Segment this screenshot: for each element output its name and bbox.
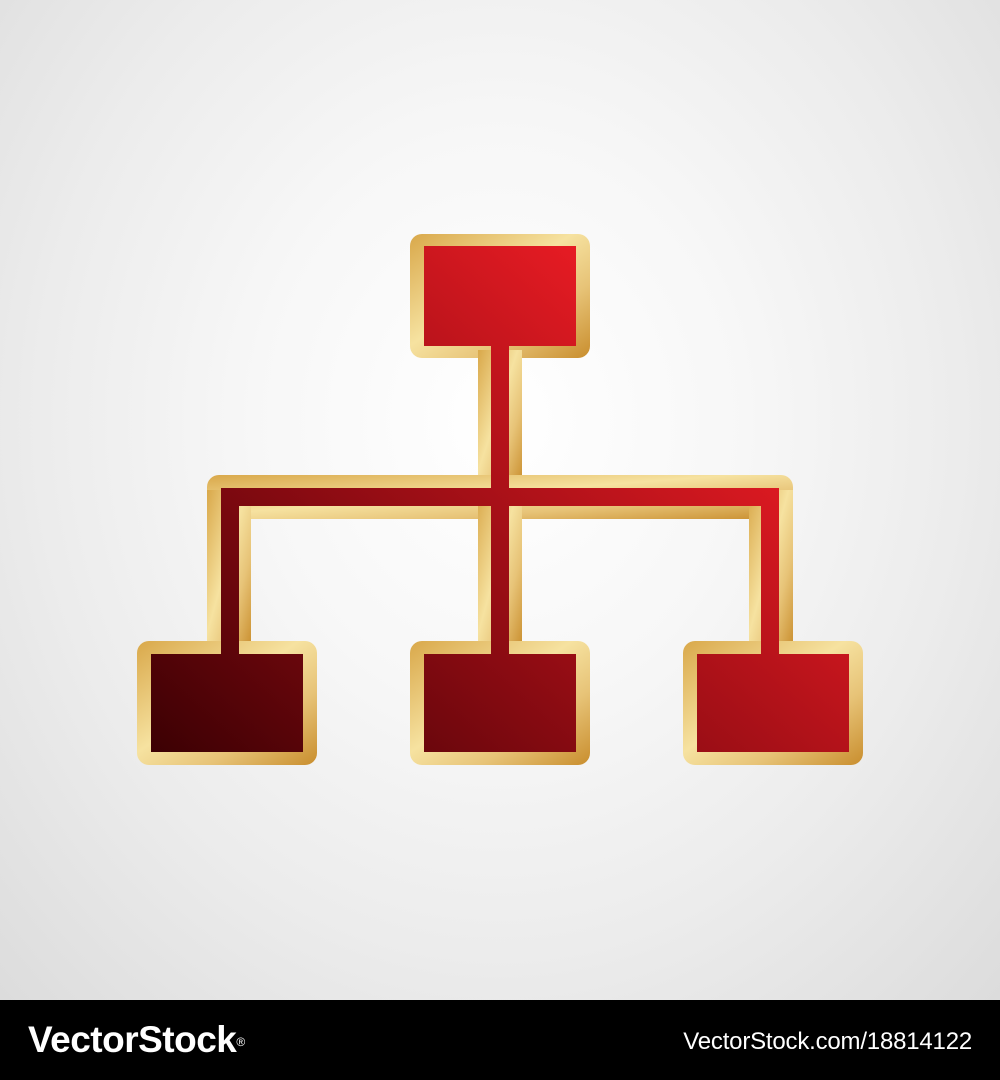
brand-name: VectorStock	[28, 1019, 237, 1060]
red-fill	[151, 246, 849, 752]
icon-canvas	[0, 0, 1000, 1000]
child-node-left	[151, 654, 303, 752]
root-node	[424, 246, 576, 346]
right-connector	[761, 488, 779, 654]
registered-mark: ®	[236, 1035, 245, 1049]
middle-connector	[491, 488, 509, 654]
root-connector	[491, 346, 509, 488]
left-connector	[221, 488, 239, 654]
child-node-middle	[424, 654, 576, 752]
network-hierarchy-icon	[137, 234, 863, 765]
watermark-footer: VectorStock® VectorStock.com/18814122	[0, 1000, 1000, 1080]
brand-logo: VectorStock®	[28, 1018, 245, 1062]
image-id-url: VectorStock.com/18814122	[683, 1028, 972, 1055]
child-node-right	[697, 654, 849, 752]
